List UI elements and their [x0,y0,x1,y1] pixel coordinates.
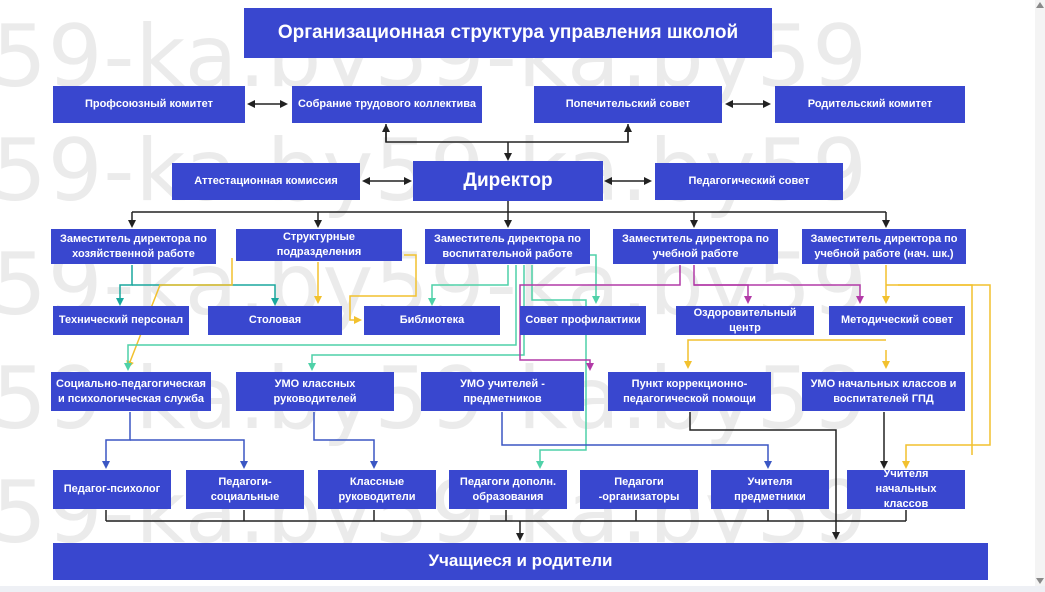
box-dopoln: Педагоги дополн. образования [449,470,567,509]
box-popechitelsky-sovet: Попечительский совет [534,86,722,123]
box-metodsovet: Методический совет [829,306,965,335]
box-psiholog: Педагог-психолог [53,470,171,509]
box-uchitelya-nach: Учителя начальных классов [847,468,965,510]
connector [385,124,629,143]
box-biblioteka: Библиотека [364,306,500,335]
connector [684,339,886,369]
connector [689,412,840,540]
box-profilaktika: Совет профилактики [520,306,646,335]
box-tehpersonal: Технический персонал [53,306,189,335]
connector [130,439,248,469]
box-zam-vospit: Заместитель директора по воспитательной … [425,229,590,264]
box-umo-nach: УМО начальных классов и воспитателей ГПД [802,372,965,411]
box-umo-pred: УМО учителей - предметников [421,372,584,411]
box-umo-klass: УМО классных руководителей [236,372,394,411]
connector [349,254,417,324]
connector [694,284,864,304]
box-sobranie: Собрание трудового коллектива [292,86,482,123]
connector [590,254,600,304]
box-stolovaya: Столовая [208,306,342,335]
connector [501,412,772,469]
connector [531,265,587,469]
vertical-scrollbar[interactable] [1035,0,1045,592]
connector [313,412,378,469]
box-punkt-korr: Пункт коррекционно-педагогической помощи [608,372,771,411]
bottom-edge-strip [0,586,1045,592]
box-socped: Социально-педагогическая и психологическ… [51,372,211,411]
connector [124,265,517,371]
box-zam-ucheb: Заместитель директора по учебной работе [613,229,778,264]
connector [898,284,973,455]
scroll-up-arrow-icon[interactable] [1036,2,1044,8]
box-zam-nach: Заместитель директора по учебной работе … [802,229,966,264]
box-director: Директор [413,161,603,201]
box-zam-hoz: Заместитель директора по хозяйственной р… [51,229,216,264]
box-klassnye: Классные руководители [318,470,436,509]
box-ozdorovitelny: Оздоровительный центр [676,306,814,335]
box-roditelsky-komitet: Родительский комитет [775,86,965,123]
diagram-title: Организационная структура управления шко… [244,8,772,58]
connector [428,265,509,306]
box-pedsovet: Педагогический совет [655,163,843,200]
box-strukturnye: Структурные подразделения [236,229,402,261]
box-socialnye: Педагоги-социальные [186,470,304,509]
connector [116,265,133,306]
scroll-down-arrow-icon[interactable] [1036,578,1044,584]
box-attestacionnaya: Аттестационная комиссия [172,163,360,200]
connector [102,412,131,469]
box-profkom: Профсоюзный комитет [53,86,245,123]
connector [693,265,752,304]
box-uchitelya-pred: Учителя предметники [711,470,829,509]
box-organizatory: Педагоги -организаторы [580,470,698,509]
box-uchaschiesya-roditeli: Учащиеся и родители [53,543,988,580]
